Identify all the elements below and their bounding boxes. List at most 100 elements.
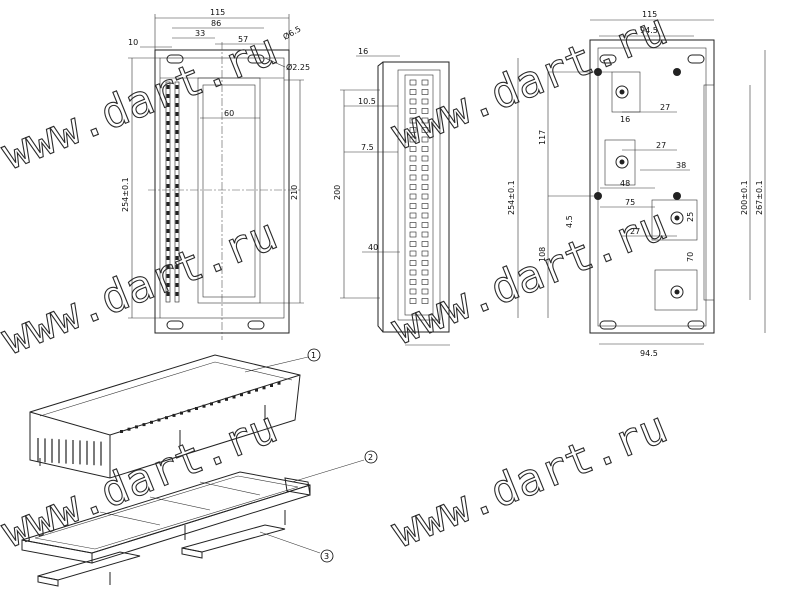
back-slot-bottom-right [687,320,705,330]
side-terminal-pin [421,298,429,304]
side-terminal-pin [421,184,429,190]
side-terminal-pin [421,79,429,86]
front-terminal-hole [175,103,179,107]
callout-2-label: 2 [368,453,373,462]
cover-terminal-hole [262,386,266,390]
back-dim-4-5: 4.5 [565,215,574,228]
back-dim-75: 75 [625,198,635,207]
back-dim-108: 108 [538,247,547,262]
front-dim-offset-10: 10 [128,38,138,47]
side-terminal-pin [421,117,429,124]
cover-terminal-hole [187,409,191,413]
front-terminal-hole [175,130,179,134]
terminal-hole-column [165,81,180,303]
cover-terminal-hole [135,425,138,429]
side-terminal-pin [409,146,417,152]
watermark-3: www.dart.ru [0,209,284,365]
side-dim-40: 40 [368,243,378,252]
front-terminal-hole [166,283,170,287]
front-terminal-hole [175,94,179,98]
front-terminal-hole [175,175,179,179]
front-terminal-hole [175,265,179,269]
side-terminal-pin [421,146,429,152]
front-terminal-hole [166,184,170,188]
front-dim-height-254: 254±0.1 [121,177,130,212]
front-terminal-hole [175,184,179,188]
front-terminal-hole [166,193,170,197]
front-terminal-hole [175,166,179,170]
front-terminal-hole [166,121,170,125]
side-terminal-pin [409,174,417,181]
back-corner-hole-4 [673,192,681,200]
side-terminal-pin [409,212,417,219]
back-slot-top-right [687,54,705,64]
back-dim-16: 16 [620,115,630,124]
front-dim-inner-60: 60 [224,109,234,118]
back-corner-hole-2 [673,68,681,76]
side-dim-10-5: 10.5 [358,97,376,106]
cover-terminal-hole [210,402,213,406]
side-terminal-pin [409,155,417,162]
back-slot-top-left [599,54,617,64]
callout-1: 1 [244,348,321,373]
side-terminal-pin [409,231,417,238]
side-terminal-pin [409,165,417,171]
front-terminal-hole [175,202,179,206]
side-dim-height-200: 200 [333,185,342,200]
front-dim-height-210: 210 [290,185,299,200]
back-dim-117: 117 [538,130,547,145]
isometric-mounting-clips [37,510,286,587]
callout-3-label: 3 [324,552,329,561]
front-terminal-hole [175,121,179,125]
side-terminal-pin [421,250,429,257]
front-terminal-hole [175,247,179,251]
front-terminal-hole [166,130,170,134]
cover-terminal-hole [240,393,243,397]
side-terminal-pin [421,222,429,228]
cover-terminal-hole [165,416,168,420]
front-slot-top-right [247,54,265,64]
watermarks: www.dart.ru www.dart.ru www.dart.ru www.… [0,3,675,559]
cover-terminal-hole [255,388,258,392]
front-terminal-hole [166,238,170,242]
front-terminal-hole [175,85,179,89]
front-terminal-hole [166,139,170,143]
cover-terminal-hole [232,395,236,399]
side-terminal-pin [421,108,429,114]
side-terminal-pin [421,193,429,200]
front-dim-width-86: 86 [211,19,221,28]
front-dim-width-33: 33 [195,29,205,38]
front-terminal-hole [166,175,170,179]
side-terminal-pin [409,108,417,114]
front-slot-top-left [166,54,184,64]
side-terminal-pin [409,117,417,124]
front-terminal-hole [166,112,170,116]
side-terminal-pin [421,165,429,171]
front-terminal-hole [166,247,170,251]
front-terminal-hole [175,283,179,287]
back-dim-height-267: 267±0.1 [755,180,764,215]
cover-terminal-hole [277,381,281,385]
side-dim-7-5: 7.5 [361,143,374,152]
watermark-4: www.dart.ru [385,199,674,355]
side-terminal-pin [409,250,417,257]
cover-terminal-hole [270,384,273,387]
front-terminal-hole [166,256,170,260]
side-terminal-pin [421,269,429,276]
back-dim-width-total: 115 [642,10,657,19]
front-terminal-hole [166,202,170,206]
front-terminal-hole [166,148,170,152]
cover-terminal-hole [120,430,123,433]
cover-terminal-hole [195,407,198,410]
front-terminal-hole [175,157,179,161]
side-terminal-pin [421,212,429,219]
watermark-6: www.dart.ru [385,402,674,558]
side-terminal-pin [421,241,429,247]
front-slot-bottom-right [247,320,265,330]
back-dim-38: 38 [676,161,686,170]
side-terminal-pin [421,174,429,181]
side-terminal-pin [421,288,429,295]
back-dim-width-94-bottom: 94.5 [640,349,658,358]
cover-terminal-hole [172,413,176,417]
front-terminal-hole [175,229,179,233]
